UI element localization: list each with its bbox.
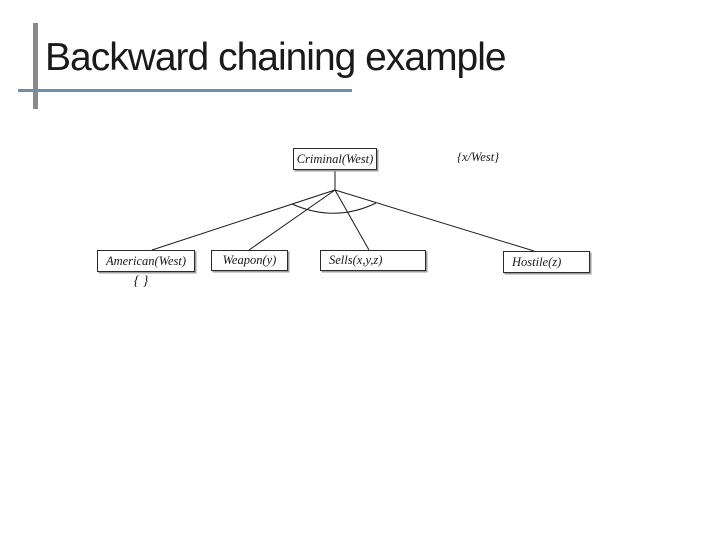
and-arc — [291, 202, 377, 214]
empty-substitution-label: { } — [133, 274, 149, 289]
node-sells-xyz: Sells(x,y,z) — [320, 250, 426, 271]
accent-bar — [33, 23, 38, 109]
edge-vertex-to-sells — [334, 189, 370, 251]
node-sells-xyz-label: Sells(x,y,z) — [329, 253, 383, 267]
substitution-label: {x/West} — [457, 150, 500, 164]
node-american-west: American(West) — [97, 250, 195, 272]
edge-vertex-to-hostile — [334, 189, 535, 252]
edge-vertex-to-weapon — [248, 189, 336, 251]
accent-underline — [18, 89, 352, 92]
node-hostile-z: Hostile(z) — [503, 251, 590, 273]
node-criminal-west-label: Criminal(West) — [296, 151, 374, 166]
edge-vertex-to-american — [151, 189, 336, 251]
node-american-west-label: American(West) — [105, 253, 187, 268]
node-hostile-z-label: Hostile(z) — [512, 254, 562, 269]
node-weapon-y-label: Weapon(y) — [222, 253, 277, 267]
node-criminal-west: Criminal(West) — [293, 148, 377, 170]
page-title: Backward chaining example — [45, 36, 507, 79]
node-weapon-y: Weapon(y) — [211, 250, 288, 271]
